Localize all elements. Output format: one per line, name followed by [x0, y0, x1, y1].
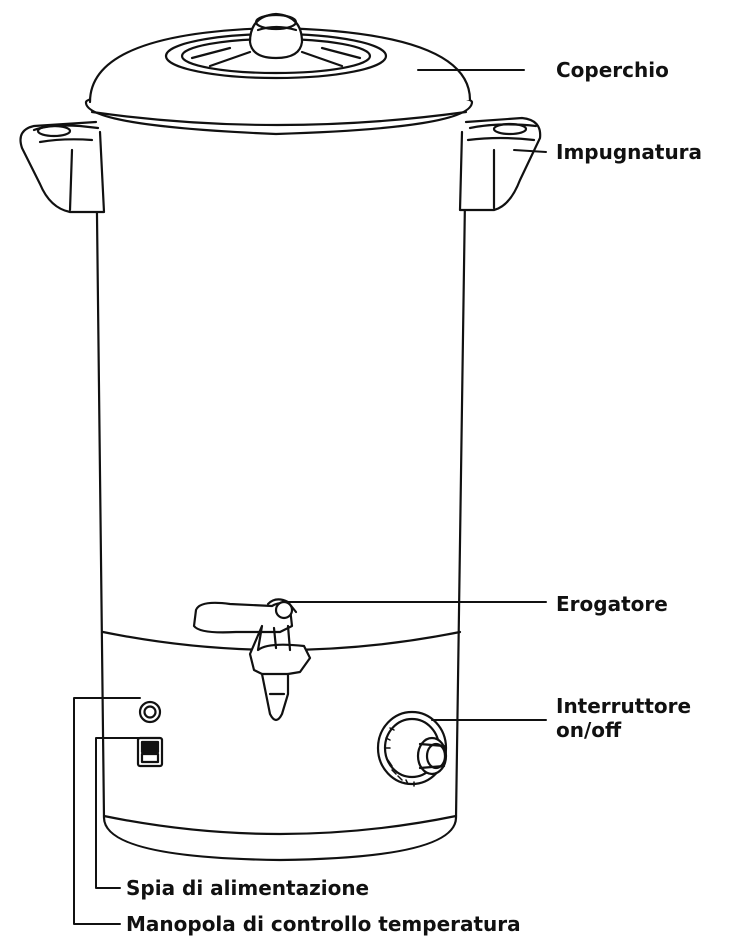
right-handle: [458, 116, 542, 212]
leader-handle: [513, 149, 547, 153]
label-switch: Interruttore on/off: [556, 694, 691, 742]
leader-lines: [73, 69, 547, 925]
dial-knob: [376, 710, 448, 787]
lid: [84, 12, 474, 136]
label-tap: Erogatore: [556, 592, 668, 616]
label-switch-line1: Interruttore: [556, 694, 692, 718]
label-lid: Coperchio: [556, 58, 669, 82]
label-temperature-knob: Manopola di controllo temperatura: [126, 912, 521, 936]
label-power-light: Spia di alimentazione: [126, 876, 370, 900]
left-handle: [19, 120, 106, 214]
leader-temperature: [95, 737, 141, 889]
urn-body: [94, 128, 468, 862]
label-handle: Impugnatura: [556, 140, 703, 164]
rocker-switch: [136, 736, 164, 768]
tap: [192, 598, 312, 722]
label-switch-line2: on/off: [556, 718, 622, 742]
leader-power-light: [73, 697, 141, 925]
power-light: [138, 700, 162, 724]
